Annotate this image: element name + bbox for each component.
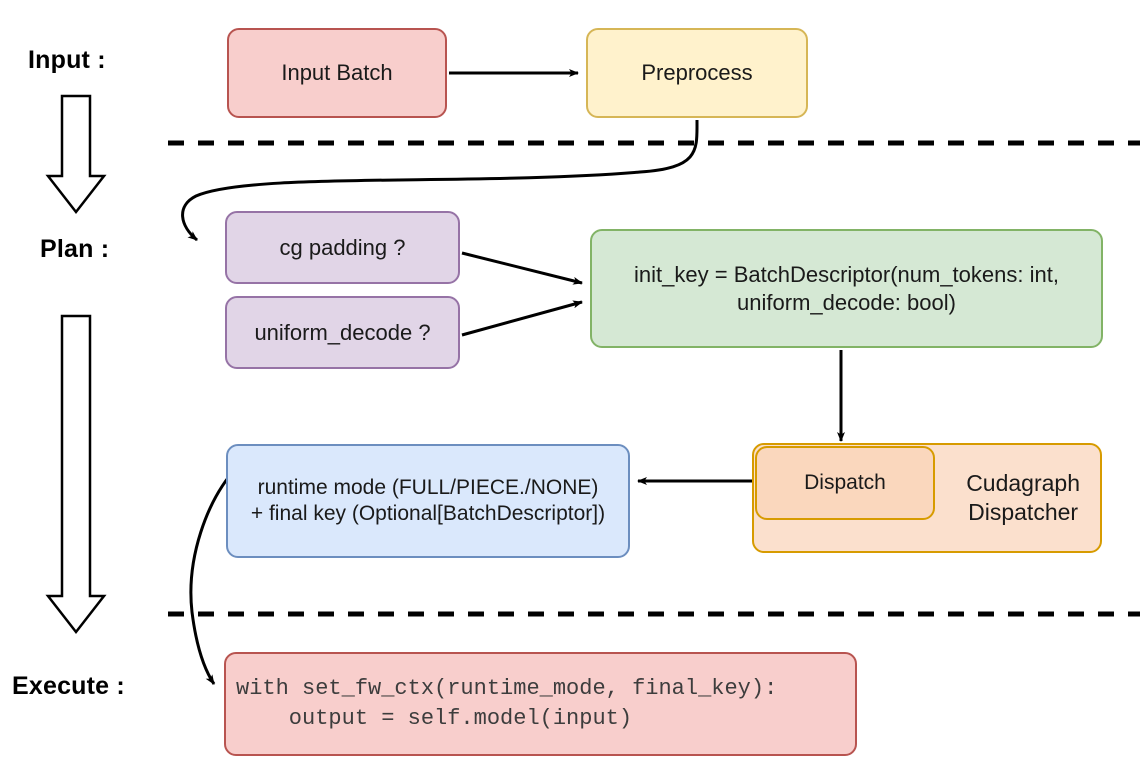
node-runtime-mode[interactable]: runtime mode (FULL/PIECE./NONE) + final … <box>226 444 630 558</box>
block-arrow-plan-to-execute <box>45 314 107 635</box>
node-input-batch[interactable]: Input Batch <box>227 28 447 118</box>
node-cg-padding[interactable]: cg padding ? <box>225 211 460 284</box>
stage-label-plan: Plan : <box>40 235 110 263</box>
stage-label-execute: Execute : <box>12 672 125 700</box>
node-dispatch[interactable]: Dispatch <box>755 446 935 520</box>
block-arrow-input-to-plan <box>45 94 107 215</box>
stage-label-input: Input : <box>28 46 106 74</box>
node-uniform-decode[interactable]: uniform_decode ? <box>225 296 460 369</box>
node-preprocess[interactable]: Preprocess <box>586 28 808 118</box>
node-execute-code[interactable]: with set_fw_ctx(runtime_mode, final_key)… <box>224 652 857 756</box>
connector-uniform-decode-to-init-key <box>461 300 583 337</box>
node-init-key[interactable]: init_key = BatchDescriptor(num_tokens: i… <box>590 229 1103 348</box>
connector-cg-padding-to-init-key <box>461 251 583 285</box>
